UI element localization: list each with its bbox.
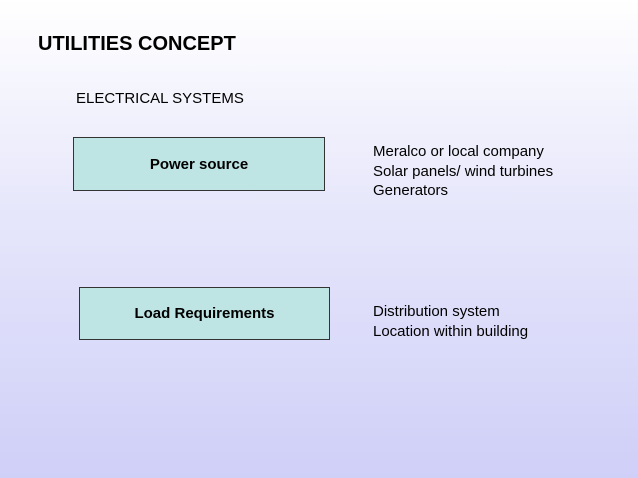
slide-title: UTILITIES CONCEPT (38, 33, 236, 55)
power-detail-item: Solar panels/ wind turbines (373, 162, 554, 180)
power-source-label: Power source (149, 155, 249, 173)
load-detail-item: Distribution system (373, 303, 500, 320)
load-requirements-label: Load Requirements (134, 305, 275, 322)
power-source-details: Meralco or local company Solar panels/ w… (373, 142, 553, 201)
power-source-box: Power source (73, 137, 325, 191)
load-detail-item: Location within building (373, 322, 529, 340)
power-detail-item: Meralco or local company (373, 143, 544, 160)
load-requirements-details: Distribution system Location within buil… (373, 302, 528, 341)
load-requirements-box: Load Requirements (79, 287, 330, 340)
section-subtitle: ELECTRICAL SYSTEMS (76, 90, 244, 107)
power-detail-item: Generators (373, 182, 449, 199)
